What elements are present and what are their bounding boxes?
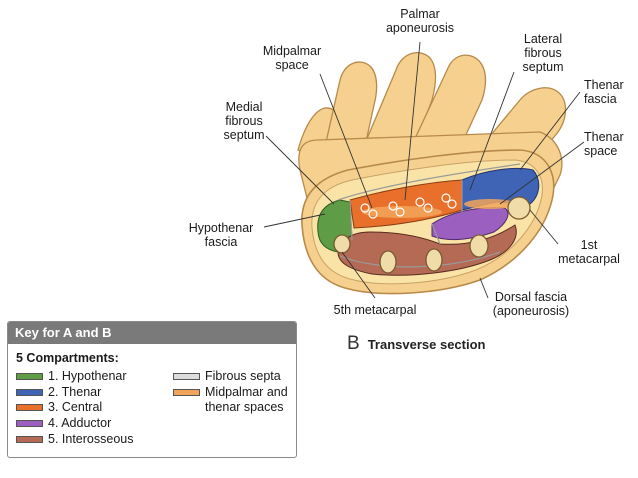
- label-midpalmar-space: Midpalmar space: [262, 44, 322, 72]
- swatch-thenar: [16, 388, 43, 396]
- label-thenar-space: Thenar space: [584, 130, 624, 158]
- label-medial-fibrous-septum: Medial fibrous septum: [223, 100, 265, 142]
- label-hypothenar-fascia: Hypothenar fascia: [188, 221, 254, 249]
- key-subtitle: 5 Compartments:: [16, 351, 119, 365]
- key-item-label: 5. Interosseous: [48, 431, 134, 446]
- key-item-fibrous-septa: Fibrous septa: [173, 369, 288, 385]
- key-item-central: 3. Central: [16, 400, 133, 416]
- metacarpal-bones: [333, 196, 531, 274]
- third-metacarpal-bone: [425, 248, 443, 272]
- fifth-metacarpal-bone: [333, 234, 351, 254]
- swatch-spaces: [173, 388, 200, 396]
- label-dorsal-fascia: Dorsal fascia (aponeurosis): [492, 290, 570, 318]
- key-item-label: 4. Adductor: [48, 416, 112, 431]
- leader-lines: [263, 41, 585, 299]
- label-palmar-aponeurosis: Palmar aponeurosis: [385, 7, 455, 35]
- swatch-hypothenar: [16, 373, 43, 380]
- key-item-adductor: 4. Adductor: [16, 416, 133, 432]
- flexor-tendons: [360, 193, 457, 219]
- midpalmar-space-region: [362, 206, 442, 218]
- key-item-interosseous: 5. Interosseous: [16, 432, 133, 448]
- fibrous-septa: [337, 163, 521, 268]
- swatch-central: [16, 404, 43, 412]
- figure-caption: B Transverse section: [347, 333, 485, 355]
- caption-letter: B: [347, 333, 360, 354]
- key-box: Key for A and B 5 Compartments: 1. Hypot…: [7, 321, 297, 458]
- key-item-label: 2. Thenar: [48, 384, 102, 399]
- key-item-label: 1. Hypothenar: [48, 369, 127, 383]
- key-title: Key for A and B: [8, 322, 296, 344]
- key-item-label: Midpalmar and thenar spaces: [205, 384, 288, 415]
- second-metacarpal-bone: [469, 234, 489, 258]
- key-item-thenar: 2. Thenar: [16, 385, 133, 401]
- key-item-label: Fibrous septa: [205, 369, 281, 383]
- swatch-adductor: [16, 420, 43, 428]
- ring-finger: [321, 61, 378, 161]
- key-item-label: 3. Central: [48, 400, 103, 415]
- label-fifth-metacarpal: 5th metacarpal: [333, 303, 417, 317]
- fourth-metacarpal-bone: [379, 250, 397, 274]
- swatch-interosseous: [16, 435, 43, 443]
- key-item-spaces: Midpalmar and thenar spaces: [173, 385, 288, 416]
- label-first-metacarpal: 1st metacarpal: [558, 238, 620, 266]
- first-metacarpal-bone: [507, 196, 531, 220]
- compartment-list: 1. Hypothenar 2. Thenar 3. Central 4. Ad…: [16, 369, 133, 448]
- swatch-fibrous-septa: [173, 373, 200, 380]
- adductor-compartment: [431, 207, 509, 240]
- label-thenar-fascia: Thenar fascia: [584, 78, 624, 106]
- other-structures-list: Fibrous septa Midpalmar and thenar space…: [173, 369, 288, 416]
- key-item-hypothenar: 1. Hypothenar: [16, 369, 133, 385]
- caption-text: Transverse section: [367, 337, 486, 352]
- label-lateral-fibrous-septum: Lateral fibrous septum: [522, 32, 564, 74]
